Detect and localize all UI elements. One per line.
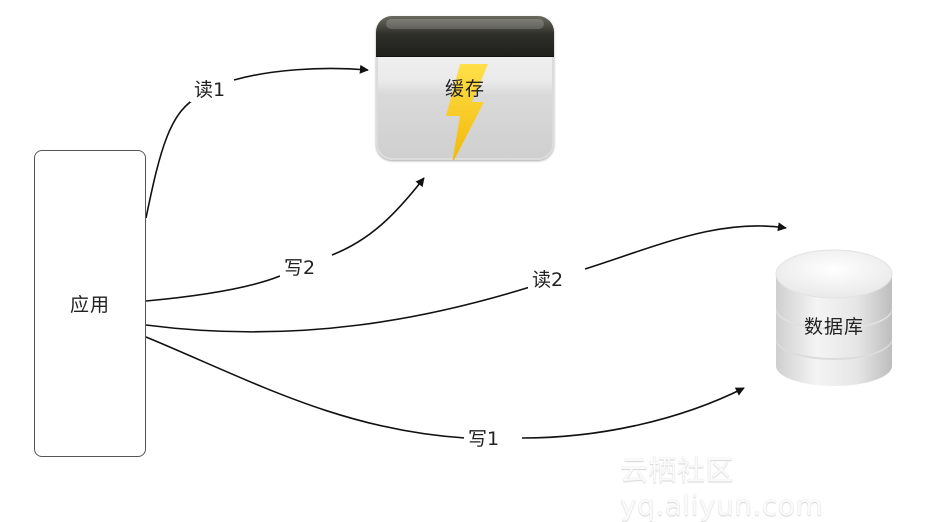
cache-node: 缓存	[376, 16, 554, 160]
edge-read1-line	[145, 68, 368, 219]
lightning-bolt-icon	[446, 64, 488, 160]
edge-write2-line	[145, 178, 424, 302]
app-node-label: 应用	[69, 294, 110, 316]
edge-read2-line	[145, 226, 786, 333]
edge-label-write1: 写1	[464, 427, 504, 451]
edge-write1-line	[145, 336, 744, 439]
database-cylinder-icon	[775, 249, 893, 386]
database-node-label: 数据库	[803, 316, 864, 338]
edge-label-write2: 写2	[280, 256, 320, 280]
edges-layer	[145, 0, 944, 439]
app-node: 应用	[34, 150, 146, 457]
edge-label-read1: 读1	[190, 78, 230, 102]
cache-node-label: 缓存	[444, 78, 485, 100]
database-node: 数据库	[772, 240, 896, 390]
edge-label-read2: 读2	[528, 268, 568, 292]
diagram-canvas: 应用 缓存	[34, 0, 944, 522]
cache-header-bar	[376, 16, 554, 57]
watermark: 云栖社区 yq.aliyun.com	[620, 454, 824, 522]
